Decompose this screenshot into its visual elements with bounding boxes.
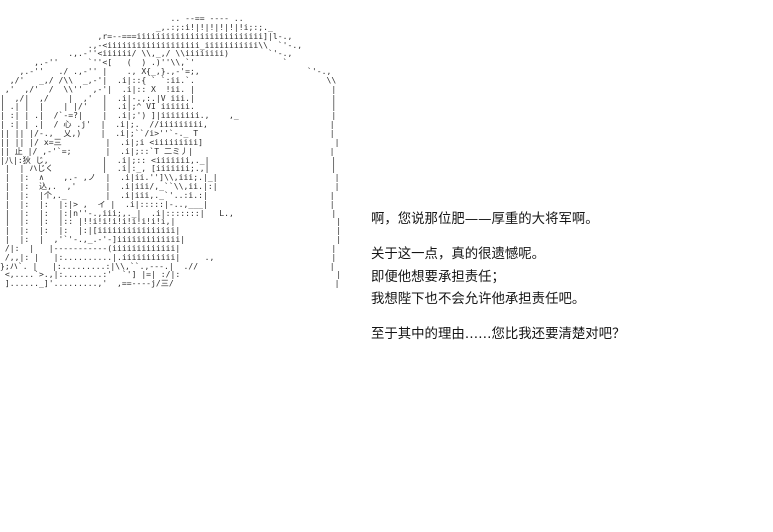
dialogue-paragraph: 关于这一点，真的很遗憾呢。 即便他想要承担责任； 我想陛下也不会允许他承担责任吧… — [371, 244, 743, 311]
dialogue-line: 即便他想要承担责任； — [371, 269, 505, 285]
dialogue-paragraph: 啊，您说那位肥——厚重的大将军啊。 — [371, 209, 743, 231]
dialogue-line: 啊，您说那位肥——厚重的大将军啊。 — [371, 212, 599, 227]
dialogue-paragraph: 至于其中的理由……您比我还要清楚对吧？ — [371, 324, 743, 346]
dialogue-line: 至于其中的理由……您比我还要清楚对吧？ — [371, 327, 626, 343]
dialogue-line: 我想陛下也不会允许他承担责任吧。 — [371, 291, 586, 307]
ascii-art-portrait: .. --== ---- .. _,.:;:i!|!|!|!|!|!i;:;._… — [0, 13, 342, 289]
dialogue-line: 关于这一点，真的很遗憾呢。 — [371, 247, 546, 263]
dialogue-text-block: 啊，您说那位肥——厚重的大将军啊。 关于这一点，真的很遗憾呢。 即便他想要承担责… — [371, 209, 743, 346]
